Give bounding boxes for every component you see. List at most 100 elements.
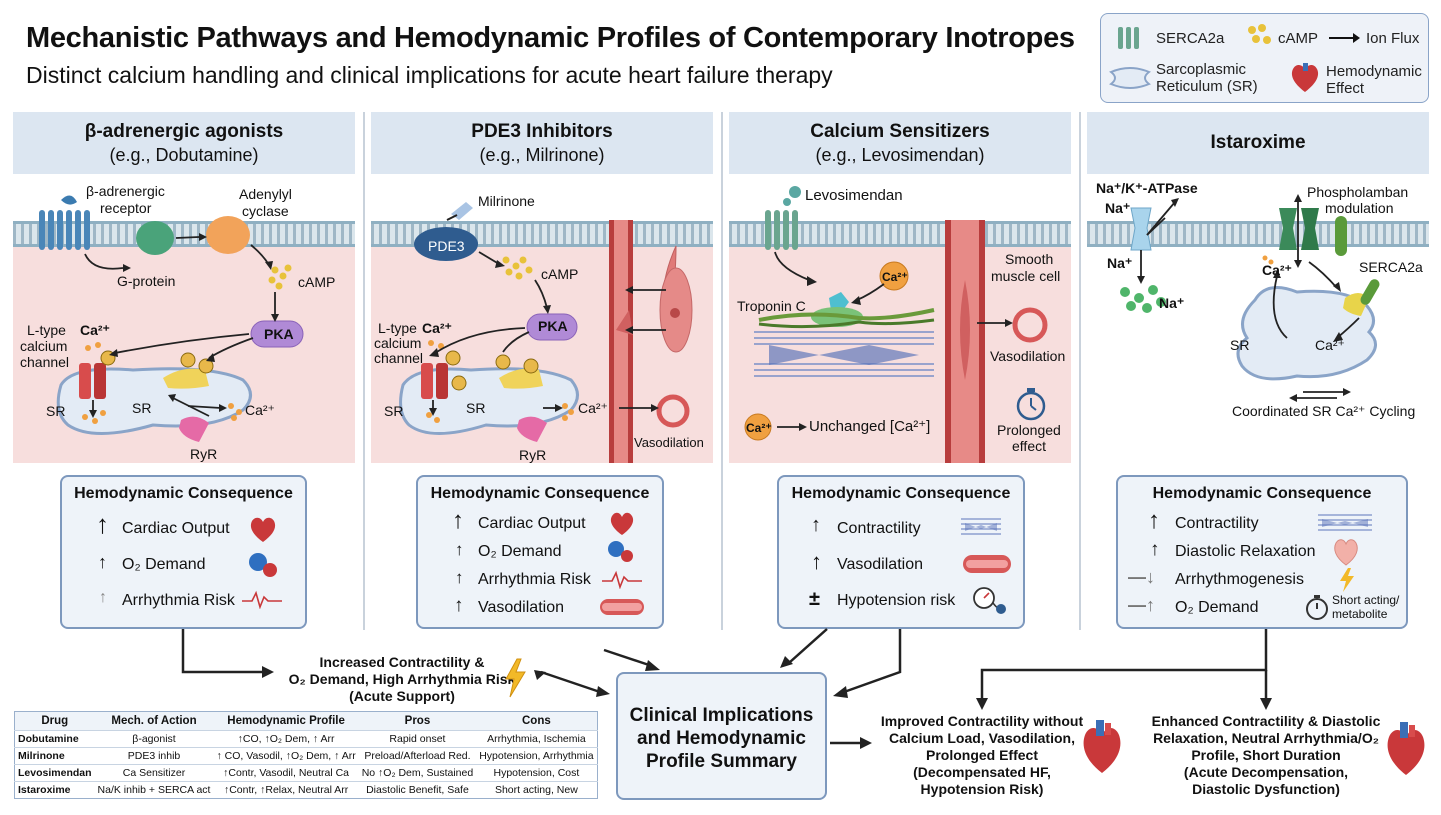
hemo-title: Hemodynamic Consequence — [74, 485, 293, 502]
panel-header-pde3: PDE3 Inhibitors (e.g., Milrinone) — [371, 112, 713, 174]
arrow-up-icon: ↑ — [811, 549, 822, 574]
hemo-row: Contractility — [1175, 515, 1259, 532]
summary-line: Clinical Implications — [629, 705, 814, 726]
legend-serca: SERCA2a — [1156, 30, 1225, 47]
panel-subtitle: (e.g., Milrinone) — [479, 145, 605, 165]
label-ltype-2: calcium — [374, 335, 422, 351]
label-troponin: Troponin C — [737, 298, 806, 314]
label-ca: Ca²⁺ — [1315, 337, 1345, 353]
table-cell: Levosimendan — [14, 764, 95, 782]
outcome-line: Improved Contractility without — [880, 713, 1084, 729]
label-prolonged-1: Prolonged — [997, 422, 1061, 438]
table-cell: Dobutamine — [14, 730, 95, 748]
outcome-line: Hypotension Risk) — [920, 781, 1044, 797]
table-cell: ↑Contr, Vasodil, Neutral Ca — [213, 764, 359, 782]
label-camp: cAMP — [298, 274, 336, 290]
label-ca: Ca²⁺ — [80, 322, 110, 338]
heart-icon — [1083, 720, 1121, 773]
hemo-row: Cardiac Output — [478, 515, 586, 532]
label-atpase: Na⁺/K⁺-ATPase — [1096, 180, 1198, 196]
blood-pressure-icon — [973, 587, 1006, 614]
heart-icon — [250, 517, 276, 542]
label-ryr: RyR — [519, 447, 547, 463]
table-cell: No ↑O₂ Dem, Sustained — [358, 764, 477, 782]
oxygen-icon — [249, 553, 277, 577]
istaroxime-pathway-diagram — [1120, 194, 1380, 402]
table-cell: PDE3 inhib — [94, 747, 214, 765]
legend-hemo-line1: Hemodynamic — [1326, 63, 1422, 80]
label-sr-cycling: Coordinated SR Ca²⁺ Cycling — [1232, 403, 1416, 419]
cell-zone — [729, 222, 1071, 463]
legend-hemo-line2: Effect — [1326, 80, 1365, 97]
heart-icon — [1291, 63, 1319, 92]
label-sr: SR — [46, 403, 66, 419]
outcome-sensitizers: Improved Contractility without Calcium L… — [868, 713, 1096, 798]
neutral-down-icon: —↓ — [1128, 567, 1155, 587]
summary-line: Profile Summary — [646, 751, 797, 772]
panel-title: PDE3 Inhibitors — [471, 121, 613, 142]
panel-title: β-adrenergic agonists — [84, 121, 284, 142]
outcome-line: Enhanced Contractility & Diastolic — [1151, 713, 1381, 729]
label-smooth-2: muscle cell — [991, 268, 1061, 284]
table-row: Dobutamine β-agonist ↑CO, ↑O₂ Dem, ↑ Arr… — [14, 730, 598, 748]
label-camp: cAMP — [541, 266, 579, 282]
label-sr: SR — [132, 400, 152, 416]
hemo-row: Contractility — [837, 520, 921, 537]
table-cell: Short acting, New — [476, 781, 598, 799]
panel-title: Istaroxime — [1210, 132, 1306, 153]
hemo-title: Hemodynamic Consequence — [1152, 485, 1372, 502]
hemo-row: O₂ Demand — [122, 556, 206, 573]
hemo-row: Cardiac Output — [122, 520, 230, 537]
label-ca-out: Ca²⁺ — [245, 402, 275, 418]
label-milrinone: Milrinone — [478, 193, 535, 209]
hemo-row: Vasodilation — [478, 599, 564, 616]
ecg-icon — [602, 570, 642, 589]
arrow-up-icon: ↑ — [454, 595, 464, 616]
hemo-title: Hemodynamic Consequence — [430, 485, 650, 502]
label-ltype-3: channel — [374, 350, 424, 366]
plus-minus-icon: ± — [809, 588, 820, 610]
legend-ion-flux: Ion Flux — [1366, 30, 1420, 47]
label-phospholamban-2: modulation — [1325, 200, 1394, 216]
panel-header-istaroxime: Istaroxime — [1087, 112, 1429, 174]
label-ca-out: Ca²⁺ — [578, 400, 608, 416]
hemo-row: Arrhythmia Risk — [122, 592, 235, 609]
table-cell: Milrinone — [14, 747, 95, 765]
table-header-row: Drug Mech. of Action Hemodynamic Profile… — [14, 711, 598, 731]
arrow-up-icon: ↑ — [811, 514, 821, 536]
label-pde3: PDE3 — [428, 238, 465, 254]
outcome-line: (Acute Decompensation, — [1183, 764, 1349, 780]
arrow-up-icon: ↑ — [455, 568, 464, 587]
table-cell: Na/K inhib + SERCA act — [94, 781, 214, 799]
panel-divider — [721, 112, 723, 630]
outcome-istaroxime: Enhanced Contractility & Diastolic Relax… — [1146, 713, 1386, 798]
neutral-up-icon: —↑ — [1128, 595, 1155, 615]
table-cell: Rapid onset — [358, 730, 477, 748]
column-header: Cons — [476, 711, 598, 731]
table-cell: Hypotension, Cost — [476, 764, 598, 782]
beta-pathway-diagram — [39, 195, 304, 442]
lightning-icon — [505, 658, 526, 698]
hemo-box-beta: Hemodynamic Consequence ↑ Cardiac Output… — [60, 475, 307, 629]
oxygen-icon — [608, 541, 633, 562]
hemo-box-pde3: Hemodynamic Consequence ↑ Cardiac Output… — [416, 475, 664, 629]
label-na: Na⁺ — [1159, 295, 1185, 311]
label-pka: PKA — [264, 326, 294, 342]
outcome-line: (Decompensated HF, — [913, 764, 1051, 780]
sarcomere-icon — [1318, 514, 1372, 531]
outcome-line: Prolonged Effect — [925, 747, 1038, 763]
hemo-box-istaroxime: Hemodynamic Consequence ↑ Contractility … — [1116, 475, 1408, 629]
ecg-icon — [242, 590, 282, 609]
label-ryr: RyR — [190, 446, 218, 462]
outcome-line: Relaxation, Neutral Arrhythmia/O₂ — [1153, 730, 1379, 746]
hemo-row: Arrhythmia Risk — [478, 571, 591, 588]
page-subtitle: Distinct calcium handling and clinical i… — [26, 62, 833, 88]
hemo-row: Hypotension risk — [837, 592, 956, 609]
arrow-up-icon: ↑ — [1148, 507, 1160, 534]
clinical-summary-box: Clinical Implications and Hemodynamic Pr… — [616, 672, 827, 800]
label-sr: SR — [466, 400, 486, 416]
arrow-up-icon: ↑ — [96, 509, 109, 539]
outcome-line: O₂ Demand, High Arrhythmia Risk — [288, 671, 516, 687]
arrow-up-icon: ↑ — [99, 589, 107, 606]
label-levosimendan: Levosimendan — [805, 187, 903, 204]
